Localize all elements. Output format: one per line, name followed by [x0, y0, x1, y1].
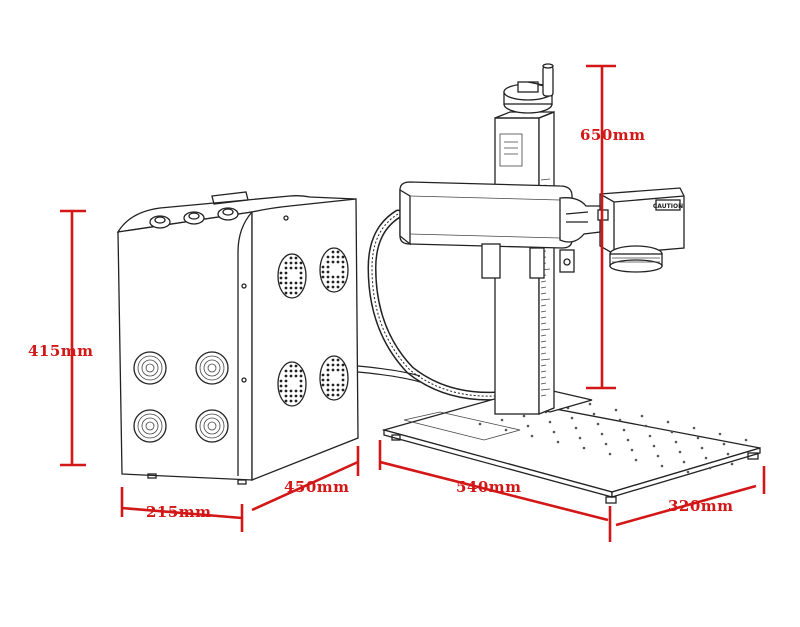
work-table — [381, 397, 761, 504]
label-415mm: 415mm — [28, 342, 94, 360]
front-fan-3 — [133, 409, 167, 443]
front-fan-4 — [195, 409, 229, 443]
laser-head-arm: CAUTION — [399, 181, 685, 279]
table-foot — [391, 434, 401, 441]
fiber-cable — [357, 209, 500, 401]
cabinet-side-face — [251, 198, 359, 481]
vent-dots — [279, 250, 345, 403]
dim-height-column — [586, 64, 616, 390]
label-650mm: 650mm — [580, 126, 646, 144]
label-540mm: 540mm — [456, 478, 522, 496]
dim-depth-source — [251, 446, 360, 512]
galvo-head — [599, 187, 685, 255]
caution-sticker — [655, 199, 681, 211]
side-vent-grilles — [277, 247, 349, 407]
height-crank — [503, 63, 554, 114]
label-320mm: 320mm — [668, 497, 734, 515]
dim-height-source — [60, 209, 86, 467]
cabinet-handle — [211, 191, 249, 205]
table-foot — [605, 496, 617, 504]
label-450mm: 450mm — [284, 478, 350, 496]
dim-width-base — [378, 440, 612, 542]
caution-sticker-text: CAUTION — [653, 203, 683, 210]
label-215mm: 215mm — [146, 503, 212, 521]
dim-width-source — [120, 487, 244, 532]
column-label-plate — [499, 133, 523, 167]
laser-source-cabinet — [116, 191, 359, 485]
cabinet-knobs — [149, 207, 239, 229]
front-fan-2 — [195, 351, 229, 385]
table-foot — [747, 452, 759, 460]
f-theta-lens — [609, 259, 663, 273]
dimension-labels: 415mm 215mm 450mm 540mm 320mm 650mm — [28, 126, 734, 521]
front-fan-1 — [133, 351, 167, 385]
table-holes — [478, 402, 748, 474]
dim-depth-base — [615, 466, 766, 527]
cabinet-front-face — [117, 211, 253, 481]
dimension-lines — [60, 64, 766, 542]
crank-handle-grip — [542, 65, 554, 97]
